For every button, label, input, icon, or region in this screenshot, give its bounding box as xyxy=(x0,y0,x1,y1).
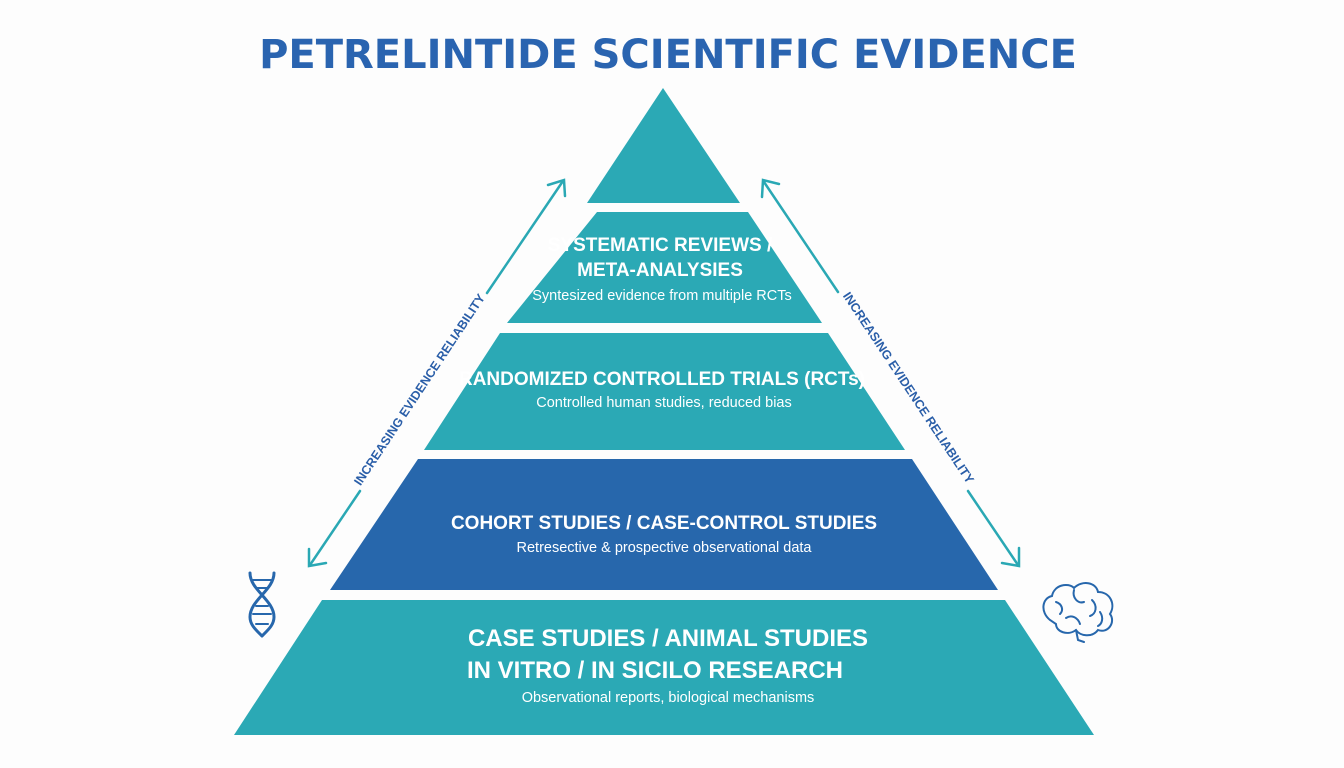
tier-3-description: Retresective & prospective observational… xyxy=(517,540,813,556)
tier-rcts xyxy=(424,333,905,450)
tier-3-heading: COHORT STUDIES / CASE-CONTROL STUDIES xyxy=(451,513,877,534)
tier-1-heading-line1: SYSTEMATIC REVIEWS / xyxy=(548,235,773,256)
tier-4-description: Observational reports, biological mechan… xyxy=(522,690,815,706)
dna-icon xyxy=(248,571,276,638)
tier-cohort-studies xyxy=(330,459,998,590)
tier-4-heading-line1: CASE STUDIES / ANIMAL STUDIES xyxy=(468,625,868,652)
tier-2-heading: RANDOMIZED CONTROLLED TRIALS (RCTs) xyxy=(459,369,865,390)
brain-icon xyxy=(1042,582,1114,643)
page-title: PETRELINTIDE SCIENTIFIC EVIDENCE xyxy=(259,32,1077,78)
tier-systematic-reviews xyxy=(507,212,822,323)
pyramid-apex xyxy=(587,88,740,203)
tier-1-description: Syntesized evidence from multiple RCTs xyxy=(532,288,792,304)
right-reliability-arrow xyxy=(760,178,1021,568)
tier-2-description: Controlled human studies, reduced bias xyxy=(536,395,792,411)
tier-case-studies xyxy=(234,600,1094,735)
tier-1-heading-line2: META-ANALYSIES xyxy=(577,260,743,281)
left-reliability-arrow xyxy=(307,178,567,568)
tier-4-heading-line2: IN VITRO / IN SICILO RESEARCH xyxy=(467,657,843,684)
